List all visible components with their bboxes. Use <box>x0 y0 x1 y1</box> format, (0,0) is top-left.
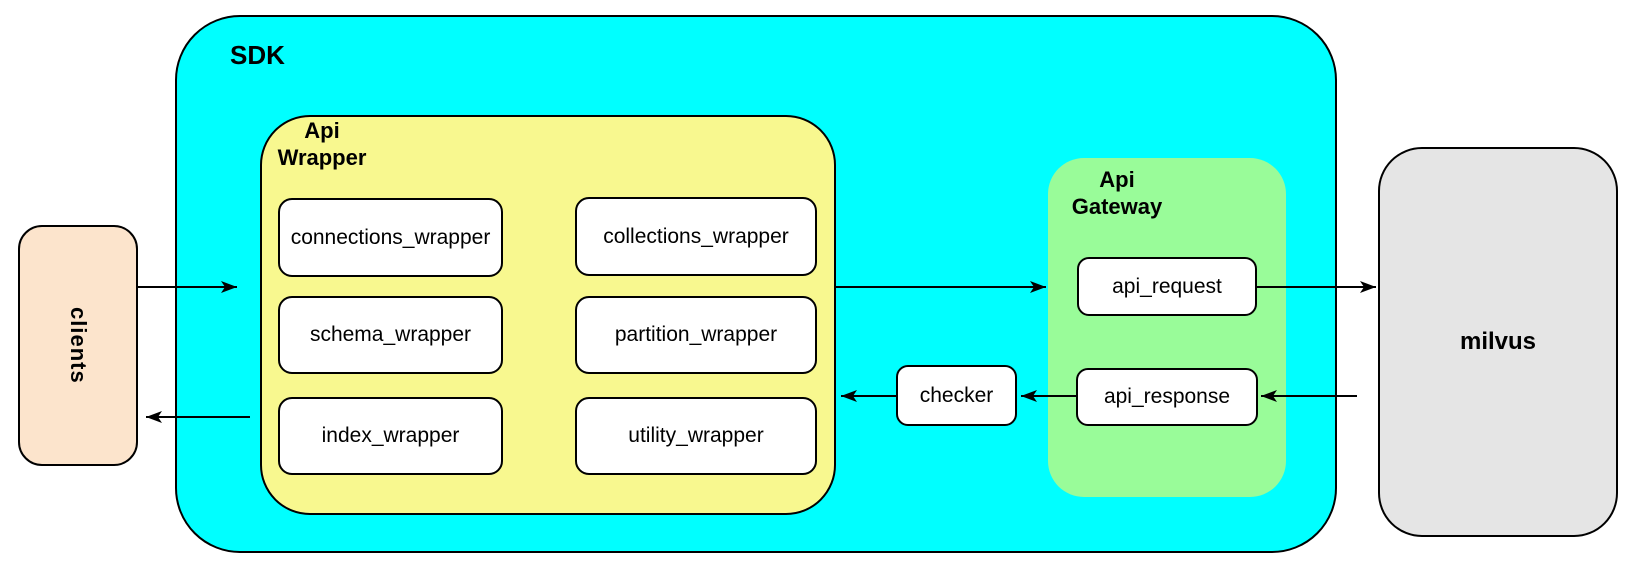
node-checker: checker <box>896 365 1017 426</box>
node-collections-wrapper: collections_wrapper <box>575 197 817 276</box>
milvus-node: milvus <box>1378 147 1618 537</box>
node-schema-wrapper: schema_wrapper <box>278 296 503 374</box>
milvus-label: milvus <box>1459 328 1537 355</box>
api-wrapper-label-line2: Wrapper <box>277 145 367 170</box>
api-gateway-label-line1: Api <box>1099 167 1135 192</box>
node-utility-wrapper: utility_wrapper <box>575 397 817 475</box>
api-gateway-group-box <box>1048 158 1286 497</box>
node-index-wrapper: index_wrapper <box>278 397 503 475</box>
clients-node: clients <box>18 225 138 466</box>
api-wrapper-label-line1: Api <box>304 118 340 143</box>
node-partition-wrapper: partition_wrapper <box>575 296 817 374</box>
clients-label: clients <box>66 307 91 384</box>
node-api-request: api_request <box>1077 257 1257 316</box>
sdk-group-label: SDK <box>230 40 285 70</box>
node-connections-wrapper: connections_wrapper <box>278 198 503 277</box>
node-api-response: api_response <box>1076 368 1258 426</box>
api-gateway-label-line2: Gateway <box>1071 194 1163 219</box>
